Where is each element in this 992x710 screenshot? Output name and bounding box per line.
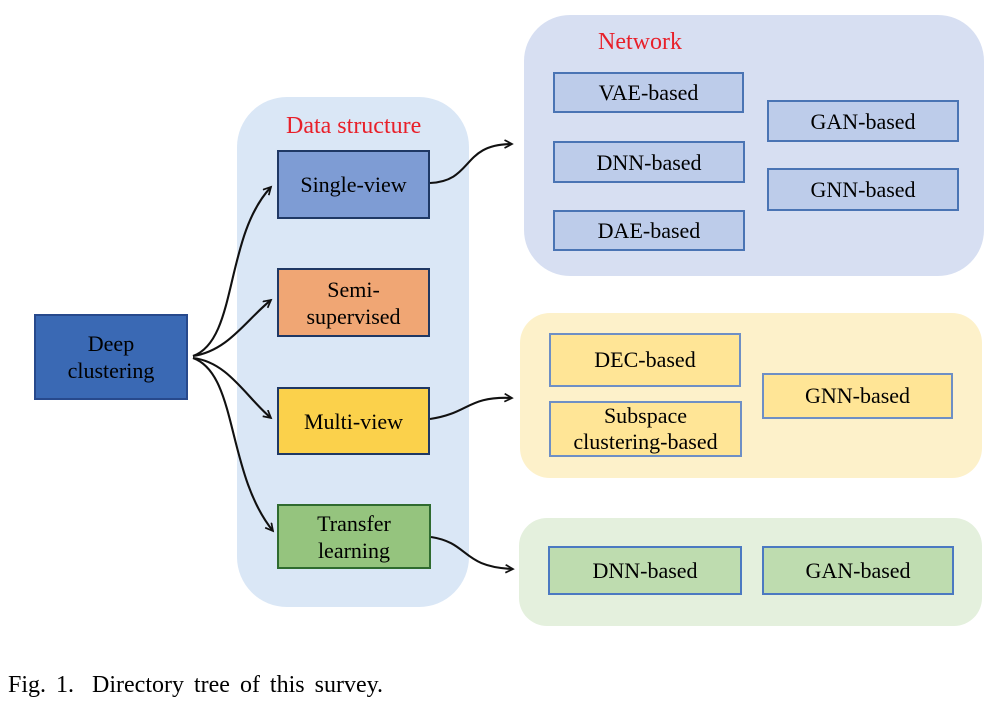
node-dae-based: DAE-based: [553, 210, 745, 251]
node-gnn-based-multiview: GNN-based: [762, 373, 953, 419]
node-transfer-learning: Transfer learning: [277, 504, 431, 569]
node-deep-clustering: Deep clustering: [34, 314, 188, 400]
figure-caption: Fig. 1. Directory tree of this survey.: [8, 672, 383, 699]
node-vae-based: VAE-based: [553, 72, 744, 113]
node-gan-based: GAN-based: [767, 100, 959, 142]
data-structure-title: Data structure: [286, 113, 422, 139]
node-multi-view: Multi-view: [277, 387, 430, 455]
node-dec-based: DEC-based: [549, 333, 741, 387]
figure-caption-text: Directory tree of this survey.: [92, 672, 384, 698]
node-dnn-based: DNN-based: [553, 141, 745, 183]
node-subspace-clustering-based: Subspace clustering-based: [549, 401, 742, 457]
network-title: Network: [598, 29, 682, 55]
node-semi-supervised: Semi- supervised: [277, 268, 430, 337]
node-dnn-based-transfer: DNN-based: [548, 546, 742, 595]
node-gnn-based: GNN-based: [767, 168, 959, 211]
node-single-view: Single-view: [277, 150, 430, 219]
figure-caption-label: Fig. 1.: [8, 672, 75, 698]
node-gan-based-transfer: GAN-based: [762, 546, 954, 595]
